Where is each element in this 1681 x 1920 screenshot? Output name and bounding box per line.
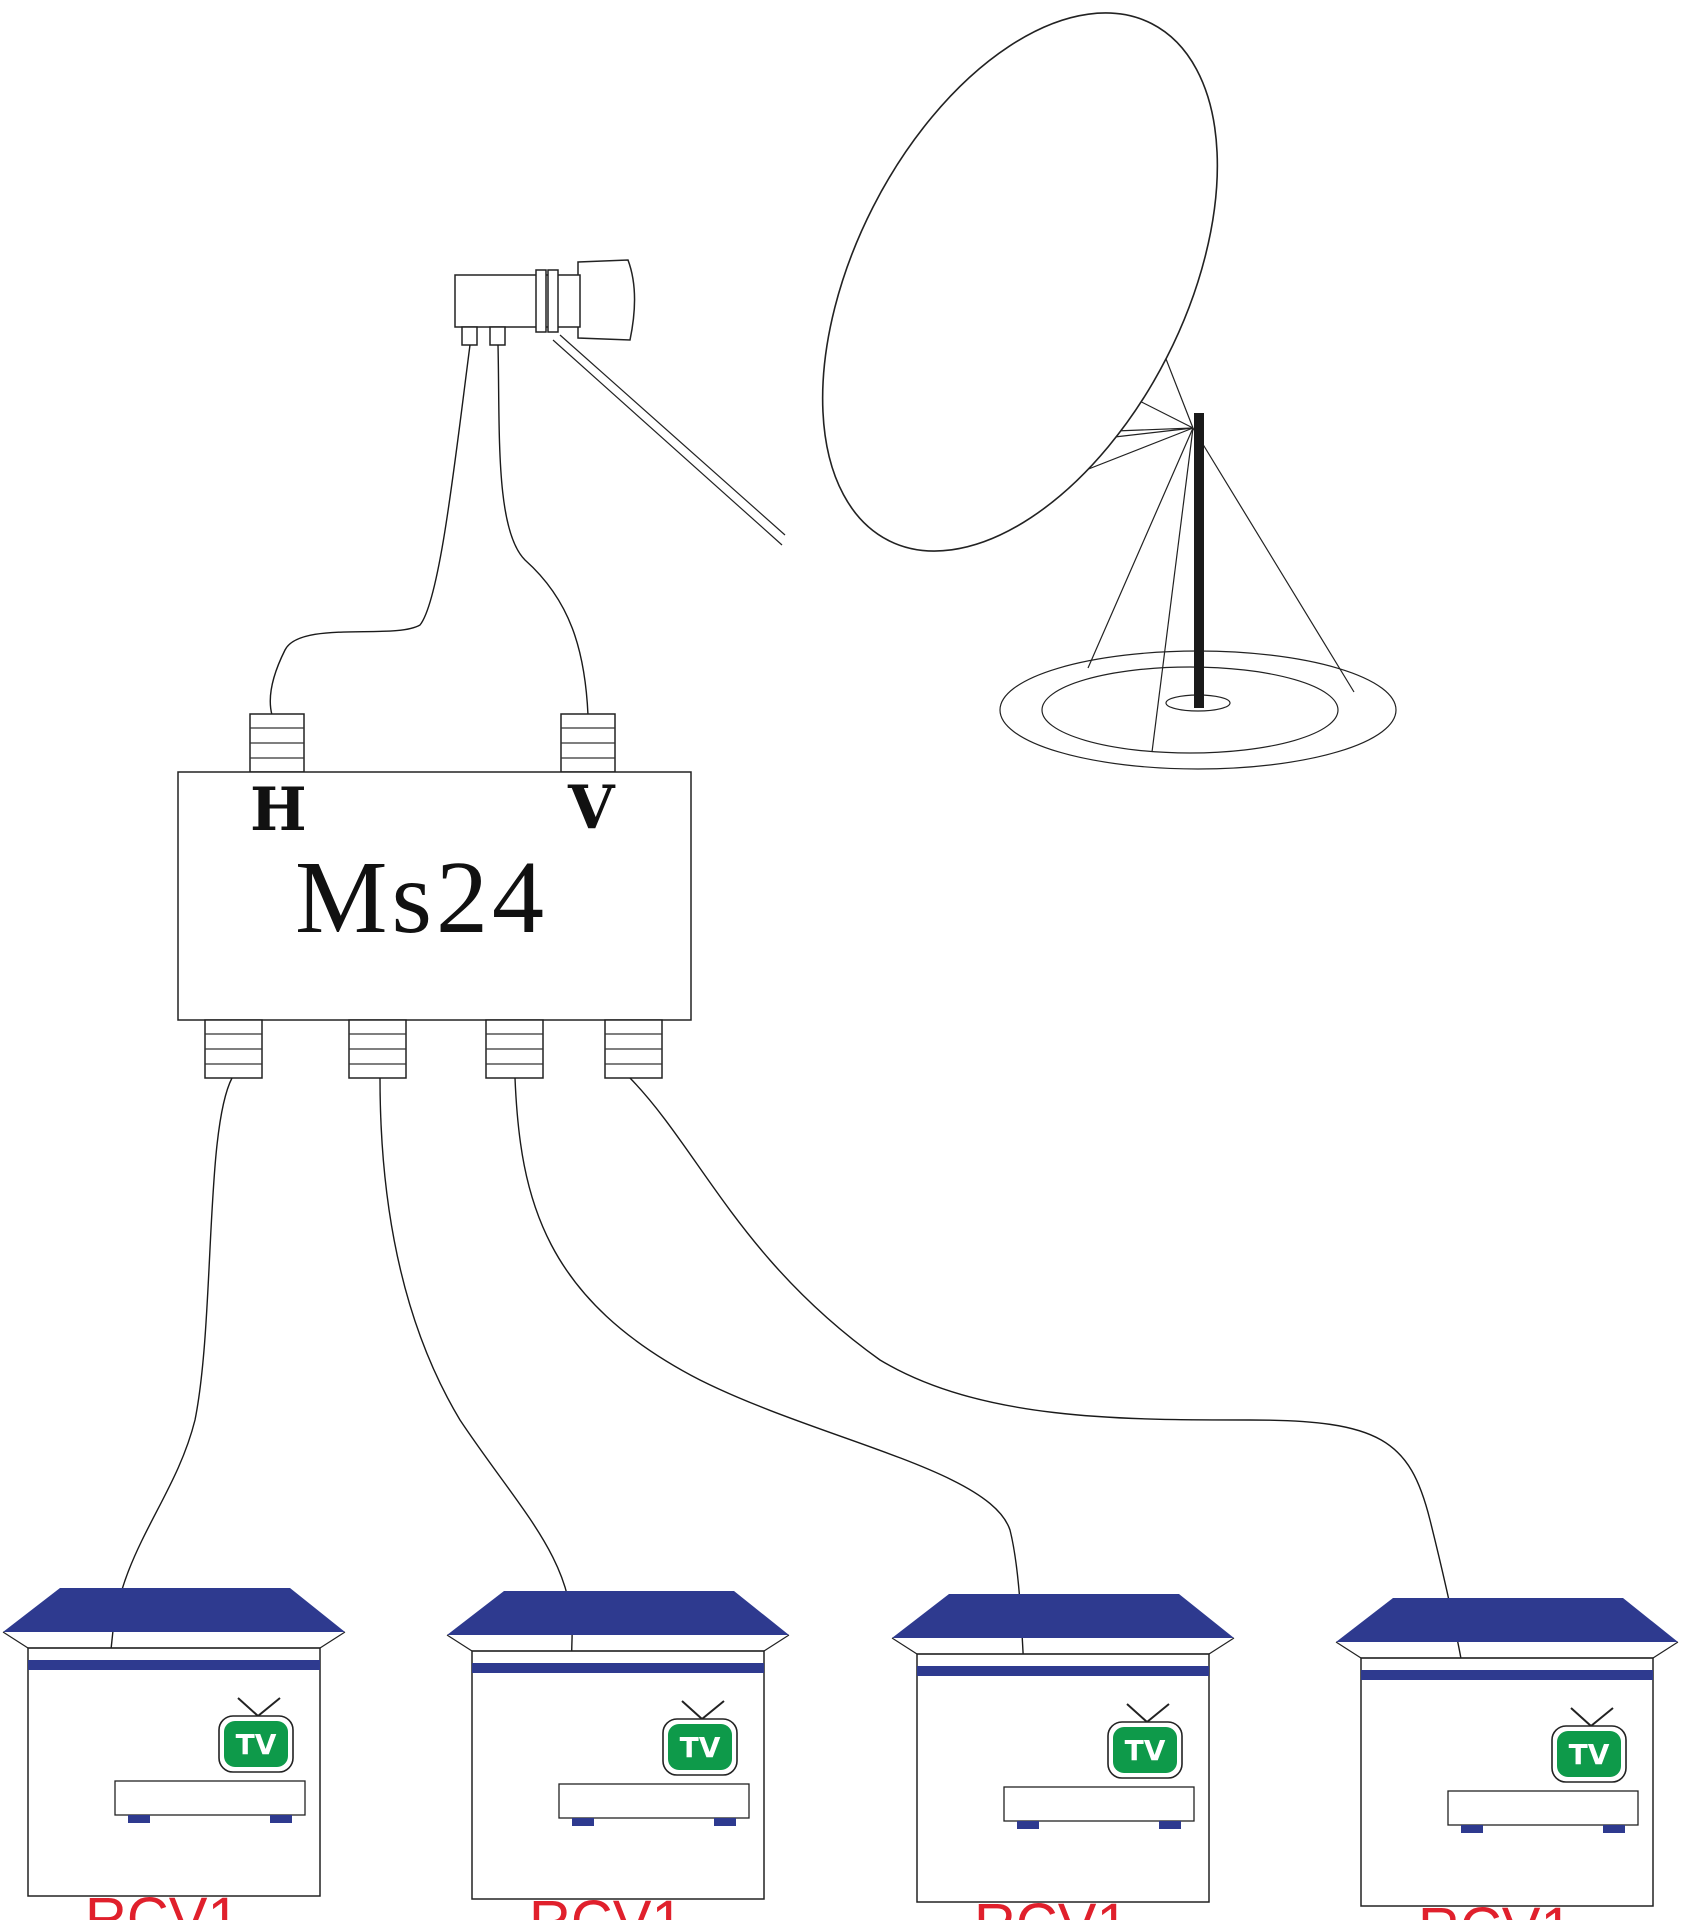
set-top-box-foot <box>128 1815 150 1823</box>
house-roof <box>1336 1598 1678 1642</box>
dish-mast <box>1194 413 1204 708</box>
receiver-label: RCV1 <box>974 1892 1129 1920</box>
satellite-dish <box>552 12 1397 770</box>
input-port-v <box>560 713 616 773</box>
dish-struts <box>1034 317 1355 753</box>
set-top-box <box>1003 1786 1195 1822</box>
house-eave <box>446 1634 790 1652</box>
cable-out-4 <box>629 1077 1483 1796</box>
house-roof <box>3 1588 345 1632</box>
lnb-arm-2 <box>552 339 783 546</box>
tv-badge-text: TV <box>1569 1738 1610 1771</box>
house-stripe <box>917 1666 1209 1676</box>
lnb-collar-2 <box>547 269 559 333</box>
dish-base-inner <box>1041 666 1339 754</box>
output-port-1 <box>204 1019 263 1079</box>
set-top-box <box>1447 1790 1639 1826</box>
cable-lnb-h <box>269 344 471 716</box>
tv-badge-text: TV <box>236 1728 277 1761</box>
lnb-arm <box>559 334 786 536</box>
receiver-label: RCV1 <box>529 1889 684 1920</box>
tv-icon: TV <box>1107 1703 1183 1779</box>
lnb-collar-1 <box>535 269 547 333</box>
input-port-h <box>249 713 305 773</box>
tv-icon: TV <box>218 1697 294 1773</box>
multiswitch: H V Ms24 <box>177 713 692 1079</box>
output-port-4 <box>604 1019 663 1079</box>
house-eave <box>2 1631 346 1649</box>
tv-badge-text: TV <box>680 1731 721 1764</box>
receiver-house-1: TV RCV1 <box>2 1588 346 1920</box>
multiswitch-title: Ms24 <box>295 840 548 955</box>
input-label-h: H <box>250 775 307 845</box>
lnb-unit <box>454 259 636 346</box>
house-roof <box>447 1591 789 1635</box>
tv-icon: TV <box>662 1700 738 1776</box>
house-roof <box>892 1594 1234 1638</box>
tv-icon: TV <box>1551 1707 1627 1783</box>
lnb-connector-h <box>461 326 478 346</box>
output-port-2 <box>348 1019 407 1079</box>
lnb-body <box>454 274 581 328</box>
output-port-3 <box>485 1019 544 1079</box>
house-eave <box>1335 1641 1679 1659</box>
receiver-label: RCV1 <box>1418 1896 1573 1920</box>
set-top-box-foot <box>1017 1821 1039 1829</box>
multiswitch-body <box>177 771 692 1021</box>
cable-lnb-v <box>497 344 589 716</box>
house-stripe <box>472 1663 764 1673</box>
receiver-label: RCV1 <box>85 1886 240 1920</box>
lnb-connector-v <box>489 326 506 346</box>
receiver-house-3: TV RCV1 <box>891 1594 1235 1920</box>
set-top-box-foot <box>1603 1825 1625 1833</box>
set-top-box-foot <box>1461 1825 1483 1833</box>
house-eave <box>891 1637 1235 1655</box>
receiver-houses: TV RCV1 TV RCV1 TV RCV1 TV RCV1 <box>2 1588 1679 1920</box>
house-stripe <box>1361 1670 1653 1680</box>
set-top-box-foot <box>1159 1821 1181 1829</box>
set-top-box <box>114 1780 306 1816</box>
set-top-box-foot <box>572 1818 594 1826</box>
set-top-box-foot <box>270 1815 292 1823</box>
receiver-house-4: TV RCV1 <box>1335 1598 1679 1920</box>
input-label-v: V <box>567 773 616 843</box>
set-top-box-foot <box>714 1818 736 1826</box>
house-stripe <box>28 1660 320 1670</box>
dish-reflector <box>821 12 1219 552</box>
lnb-horn <box>577 259 636 341</box>
tv-badge-text: TV <box>1125 1734 1166 1767</box>
set-top-box <box>558 1783 750 1819</box>
receiver-house-2: TV RCV1 <box>446 1591 790 1920</box>
